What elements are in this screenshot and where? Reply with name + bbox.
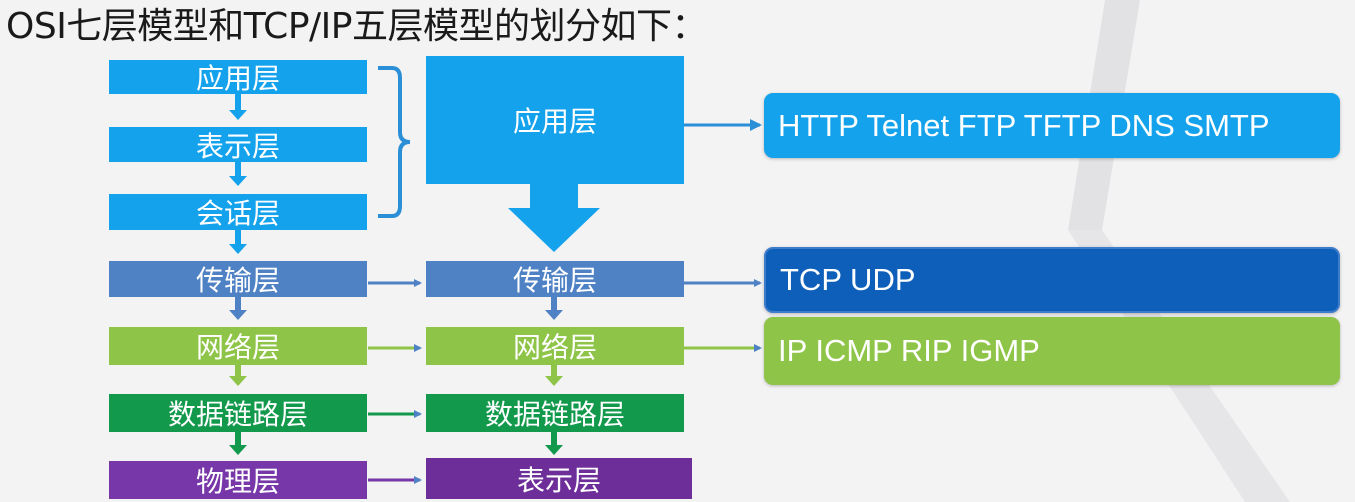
application-protocols-label: HTTP Telnet FTP TFTP DNS SMTP	[764, 93, 1340, 158]
osi-session-layer: 会话层	[109, 194, 367, 230]
osi-physical-layer: 物理层	[109, 461, 367, 499]
tcpip-physical-layer: 表示层	[426, 458, 692, 499]
brace	[378, 66, 411, 218]
osi-application-layer: 应用层	[109, 60, 367, 95]
tcpip-application-layer: 应用层	[426, 56, 684, 184]
osi-network-layer: 网络层	[109, 327, 367, 365]
osi-datalink-layer: 数据链路层	[109, 394, 367, 432]
transport-protocols-label: TCP UDP	[764, 247, 1340, 313]
tcpip-transport-layer: 传输层	[426, 261, 684, 297]
network-protocols-label: IP ICMP RIP IGMP	[764, 317, 1340, 385]
tcpip-network-layer: 网络层	[426, 327, 684, 365]
page-title: OSI七层模型和TCP/IP五层模型的划分如下：	[6, 6, 708, 47]
osi-presentation-layer: 表示层	[109, 127, 367, 163]
osi-transport-layer: 传输层	[109, 261, 367, 297]
tcpip-datalink-layer: 数据链路层	[426, 394, 684, 432]
